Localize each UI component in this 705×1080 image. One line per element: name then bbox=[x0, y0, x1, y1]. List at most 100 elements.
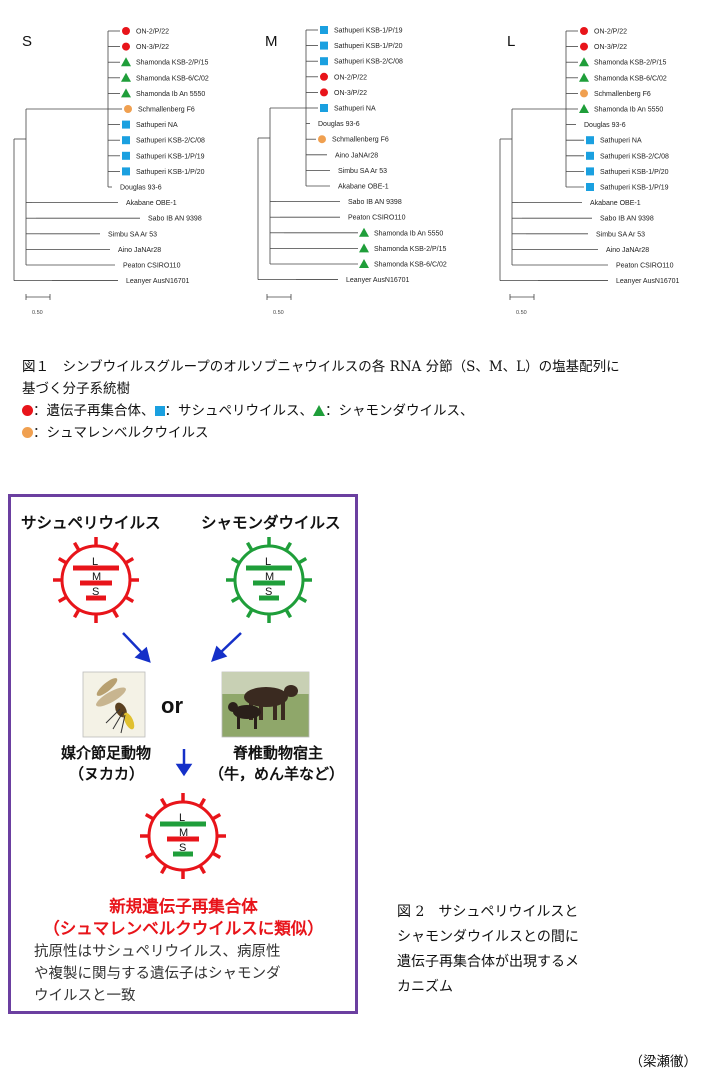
reassortant-virus-icon: LMS bbox=[140, 793, 226, 879]
shamonda-marker bbox=[579, 104, 589, 113]
taxon-label: Sathuperi NA bbox=[600, 138, 642, 145]
taxon-label: Douglas 93-6 bbox=[120, 185, 162, 192]
segment-letter: S bbox=[92, 586, 99, 598]
taxon-label: Sathuperi KSB-2/C/08 bbox=[600, 153, 669, 160]
host-sublabel: （牛，めん羊など） bbox=[209, 765, 345, 783]
taxon-label: ON-2/P/22 bbox=[136, 29, 169, 36]
legend-shamonda: ：シャモンダウイルス、 bbox=[325, 403, 474, 419]
sathuperi-marker bbox=[320, 41, 328, 50]
host-label: 脊椎動物宿主 bbox=[233, 744, 324, 762]
taxon-label: Simbu SA Ar 53 bbox=[596, 231, 645, 238]
sathuperi-marker bbox=[122, 151, 130, 160]
taxon-label: Schmallenberg F6 bbox=[138, 107, 195, 114]
taxon-label: ON-3/P/22 bbox=[334, 90, 367, 97]
taxon-label: Sathuperi KSB-1/P/20 bbox=[334, 43, 403, 50]
reassortant-marker bbox=[320, 88, 328, 97]
taxon-label: Aino JaNAr28 bbox=[118, 247, 161, 254]
sathuperi-marker bbox=[320, 57, 328, 66]
taxon-label: Shamonda KSB-2/P/15 bbox=[136, 60, 208, 67]
taxon-label: Peaton CSIRO110 bbox=[123, 263, 181, 270]
or-label: or bbox=[161, 693, 183, 718]
taxon-label: Sathuperi KSB-2/C/08 bbox=[136, 138, 205, 145]
taxon-label: Douglas 93-6 bbox=[584, 122, 626, 129]
description-line2: や複製に関与する遺伝子はシャモンダ bbox=[34, 966, 281, 982]
sathuperi-virus-icon: LMS bbox=[53, 537, 139, 623]
sathuperi-marker bbox=[586, 167, 594, 176]
segment-label: M bbox=[265, 33, 278, 50]
sathuperi-marker bbox=[122, 167, 130, 176]
taxon-label: Simbu SA Ar 53 bbox=[108, 231, 157, 238]
new-reassortant-subtitle: （シュマレンベルクウイルスに類似） bbox=[43, 919, 324, 938]
taxon-label: Shamonda KSB-6/C/02 bbox=[374, 262, 447, 269]
shamonda-marker bbox=[579, 57, 589, 67]
green-triangle-icon bbox=[313, 405, 325, 416]
reassortant-marker bbox=[580, 42, 588, 51]
taxon-label: ON-2/P/22 bbox=[594, 29, 627, 36]
taxon-label: Sathuperi KSB-2/C/08 bbox=[334, 59, 403, 66]
author-credit: （梁瀬徹） bbox=[629, 1054, 698, 1070]
shamonda-virus-icon: LMS bbox=[226, 537, 312, 623]
caption2-line2: シャモンダウイルスとの間に bbox=[397, 929, 579, 945]
schmallenberg-marker bbox=[580, 89, 588, 98]
legend-reassortant: ：遺伝子再集合体、 bbox=[33, 403, 155, 419]
shamonda-marker bbox=[579, 72, 589, 82]
vector-label: 媒介節足動物 bbox=[61, 744, 152, 762]
shamonda-marker bbox=[121, 57, 131, 67]
blue-square-icon bbox=[154, 406, 165, 416]
arrow-right-down bbox=[211, 632, 242, 662]
segment-letter: M bbox=[92, 571, 101, 583]
taxon-label: Shamonda KSB-2/P/15 bbox=[594, 60, 666, 67]
taxon-label: Leanyer AusN16701 bbox=[346, 277, 410, 284]
figure2-graphics: LMS LMS LMS bbox=[53, 537, 312, 879]
arrow-left-down bbox=[122, 632, 151, 663]
taxon-label: Sabo IB AN 9398 bbox=[148, 216, 202, 223]
taxon-label: Sathuperi KSB-1/P/20 bbox=[600, 169, 669, 176]
taxon-label: Shamonda Ib An 5550 bbox=[594, 107, 663, 114]
taxon-label: Akabane OBE-1 bbox=[338, 184, 389, 191]
red-circle-icon bbox=[22, 405, 33, 416]
taxon-label: Sathuperi NA bbox=[136, 122, 178, 129]
taxon-label: Sathuperi NA bbox=[334, 106, 376, 113]
segment-letter: L bbox=[179, 812, 185, 824]
taxon-label: Sathuperi KSB-1/P/19 bbox=[136, 153, 205, 160]
caption1-line2: 基づく分子系統樹 bbox=[22, 381, 130, 397]
segment-letter: M bbox=[179, 827, 188, 839]
taxon-label: Leanyer AusN16701 bbox=[616, 278, 680, 285]
schmallenberg-marker bbox=[124, 105, 132, 113]
taxon-label: Sabo IB AN 9398 bbox=[348, 199, 402, 206]
segment-letter: L bbox=[92, 556, 98, 568]
taxon-label: Shamonda KSB-6/C/02 bbox=[136, 75, 209, 82]
schmallenberg-marker bbox=[318, 135, 326, 144]
sathuperi-title: サシュペリウイルス bbox=[21, 514, 161, 532]
taxon-label: ON-3/P/22 bbox=[594, 44, 627, 51]
sathuperi-marker bbox=[586, 151, 594, 160]
description-line3: ウイルスと一致 bbox=[34, 988, 136, 1004]
segment-letter: S bbox=[179, 842, 186, 854]
taxon-label: Sabo IB AN 9398 bbox=[600, 216, 654, 223]
scale-label: 0.50 bbox=[273, 310, 284, 316]
scale-label: 0.50 bbox=[32, 310, 43, 316]
sathuperi-marker bbox=[586, 136, 594, 145]
shamonda-marker bbox=[121, 88, 131, 98]
legend-row1: ：遺伝子再集合体、：サシュペリウイルス、：シャモンダウイルス、 bbox=[22, 400, 694, 422]
shamonda-marker bbox=[359, 259, 369, 268]
caption2-line4: カニズム bbox=[397, 979, 453, 995]
legend-schmallenberg: ：シュマレンベルクウイルス bbox=[33, 425, 209, 441]
arrow-down bbox=[175, 749, 193, 777]
taxon-label: Simbu SA Ar 53 bbox=[338, 168, 387, 175]
new-reassortant-title: 新規遺伝子再集合体 bbox=[109, 897, 258, 916]
legend-row2: ：シュマレンベルクウイルス bbox=[22, 422, 694, 444]
segment-label: L bbox=[507, 33, 515, 50]
taxon-label: Douglas 93-6 bbox=[318, 121, 360, 128]
scale-label: 0.50 bbox=[516, 310, 527, 316]
cattle-image bbox=[221, 671, 310, 738]
segment-letter: L bbox=[265, 556, 271, 568]
taxon-label: Schmallenberg F6 bbox=[594, 91, 651, 98]
taxon-label: Schmallenberg F6 bbox=[332, 137, 389, 144]
taxon-label: Peaton CSIRO110 bbox=[616, 263, 674, 270]
midge-image bbox=[82, 671, 146, 738]
